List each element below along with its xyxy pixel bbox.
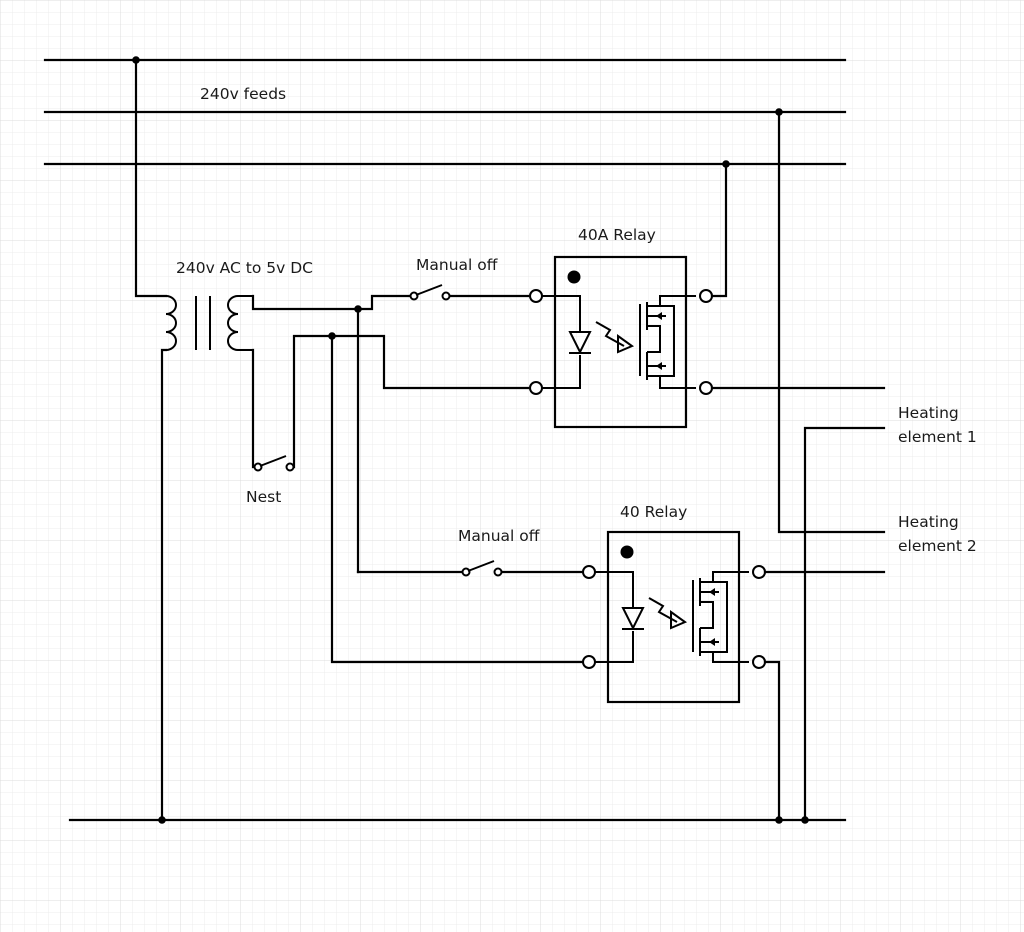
heating-element-1-label-line1: Heating — [898, 404, 959, 422]
relay-1 — [529, 255, 713, 429]
heating-element-2-label-line1: Heating — [898, 513, 959, 531]
heating-element-2-label-line2: element 2 — [898, 537, 977, 555]
nest-label: Nest — [246, 488, 281, 506]
heating-element-1-label-line2: element 1 — [898, 428, 977, 446]
transformer-label: 240v AC to 5v DC — [176, 259, 313, 277]
junction-dots — [132, 56, 809, 824]
relay-2 — [582, 530, 766, 704]
manual-off-switch-1 — [409, 284, 451, 301]
transformer — [134, 58, 253, 822]
load-wiring — [710, 110, 886, 822]
nest-switch — [253, 455, 295, 472]
feed-lines — [43, 58, 847, 166]
manual-off-switch-2 — [461, 560, 503, 577]
relay-1-label: 40A Relay — [578, 226, 656, 244]
feeds-label: 240v feeds — [200, 85, 286, 103]
manual-off-label-2: Manual off — [458, 527, 540, 545]
manual-off-label-1: Manual off — [416, 256, 498, 274]
secondary-positive — [251, 294, 584, 574]
relay-2-label: 40 Relay — [620, 503, 687, 521]
